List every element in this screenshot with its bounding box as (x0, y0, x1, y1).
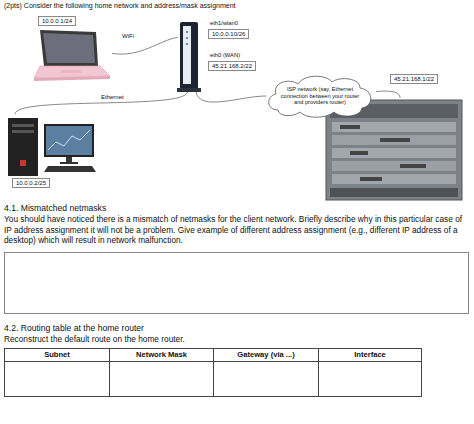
cloud-outline (269, 76, 371, 117)
laptop-node: 10.0.0.1/24 (30, 16, 112, 84)
home-router-node: eth1/wlan0 10.0.0.10/26 eth0 (WAN) 45.21.16… (172, 16, 268, 92)
table-header: Interface (319, 350, 421, 360)
desktop-node: 10.0.0.2/25 (6, 114, 98, 192)
table-header: Gateway (via ...) (214, 350, 318, 360)
ip-address-box: 10.0.0.1/24 (38, 16, 76, 26)
question-title: (2pts) Consider the following home netwo… (4, 2, 236, 9)
ip-address-box: 10.0.0.2/25 (12, 178, 50, 188)
interface-name: eth0 (WAN) (210, 52, 240, 59)
ip-address-box: 45.21.168.1/22 (390, 74, 438, 84)
ip-address-box: 10.0.0.10/26 (208, 29, 249, 39)
cable-label: WiFi (121, 33, 135, 40)
network-cable (15, 92, 187, 114)
ip-address-box: 45.21.168.2/22 (208, 61, 256, 71)
instruction-text: Reconstruct the default route on the hom… (4, 334, 185, 345)
section-heading: 4.2. Routing table at the home router (4, 323, 144, 334)
router-illustration (177, 22, 201, 92)
isp-router-node: 45.21.168.1/22 (322, 98, 464, 202)
table-header: Network Mask (110, 350, 213, 360)
table-header: Subnet (5, 350, 109, 360)
section-heading: 4.1. Mismatched netmasks (4, 203, 106, 214)
network-cable (376, 91, 400, 98)
network-cable (196, 92, 266, 102)
table-grid (5, 349, 422, 397)
desktop-illustration (8, 118, 96, 176)
answer-box (5, 253, 469, 314)
cable-label: Ethernet (100, 94, 125, 101)
cloud-text: ISP network (say, Ethernet connection be… (276, 86, 364, 106)
interface-name: eth1/wlan0 (210, 20, 238, 27)
isp-cloud: ISP network (say, Ethernet connection be… (264, 74, 376, 118)
laptop-illustration (34, 30, 110, 81)
question-text: You should have noticed there is a misma… (4, 214, 470, 246)
